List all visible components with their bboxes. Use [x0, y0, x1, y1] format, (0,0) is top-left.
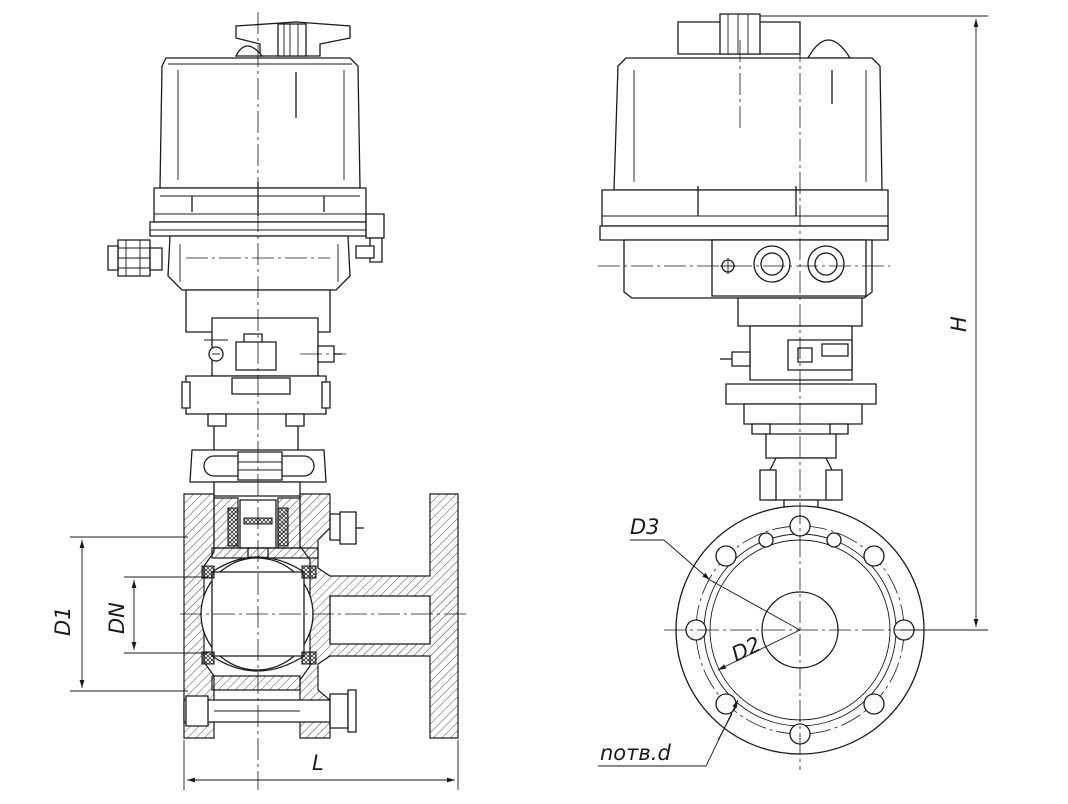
holes-label: nотв.d	[600, 741, 671, 765]
bolt-holes	[685, 515, 915, 745]
dimension-holes: nотв.d	[598, 699, 739, 767]
side-view: H D3 D2 nотв.d	[598, 13, 988, 770]
dimension-dn: DN	[105, 576, 208, 654]
side-handwheel	[677, 13, 852, 59]
dimension-d3: D3	[630, 515, 801, 631]
actuator-handwheel	[234, 21, 351, 57]
d1-label: D1	[51, 606, 75, 636]
front-section-view: D1 DN L	[51, 12, 470, 790]
actuator-neck	[181, 289, 342, 450]
side-actuator-housing	[599, 57, 889, 299]
d3-label: D3	[630, 515, 660, 539]
cable-gland-left	[107, 239, 163, 277]
side-neck	[720, 297, 877, 521]
manual-override-knob	[355, 213, 385, 263]
dimension-d1: D1	[51, 536, 188, 692]
dn-label: DN	[105, 602, 129, 634]
valve-yoke	[189, 449, 327, 497]
dimension-l: L	[183, 740, 459, 790]
dimension-h: H	[760, 15, 988, 631]
l-label: L	[312, 751, 324, 775]
valve-body-section	[183, 493, 459, 739]
h-label: H	[947, 316, 971, 332]
